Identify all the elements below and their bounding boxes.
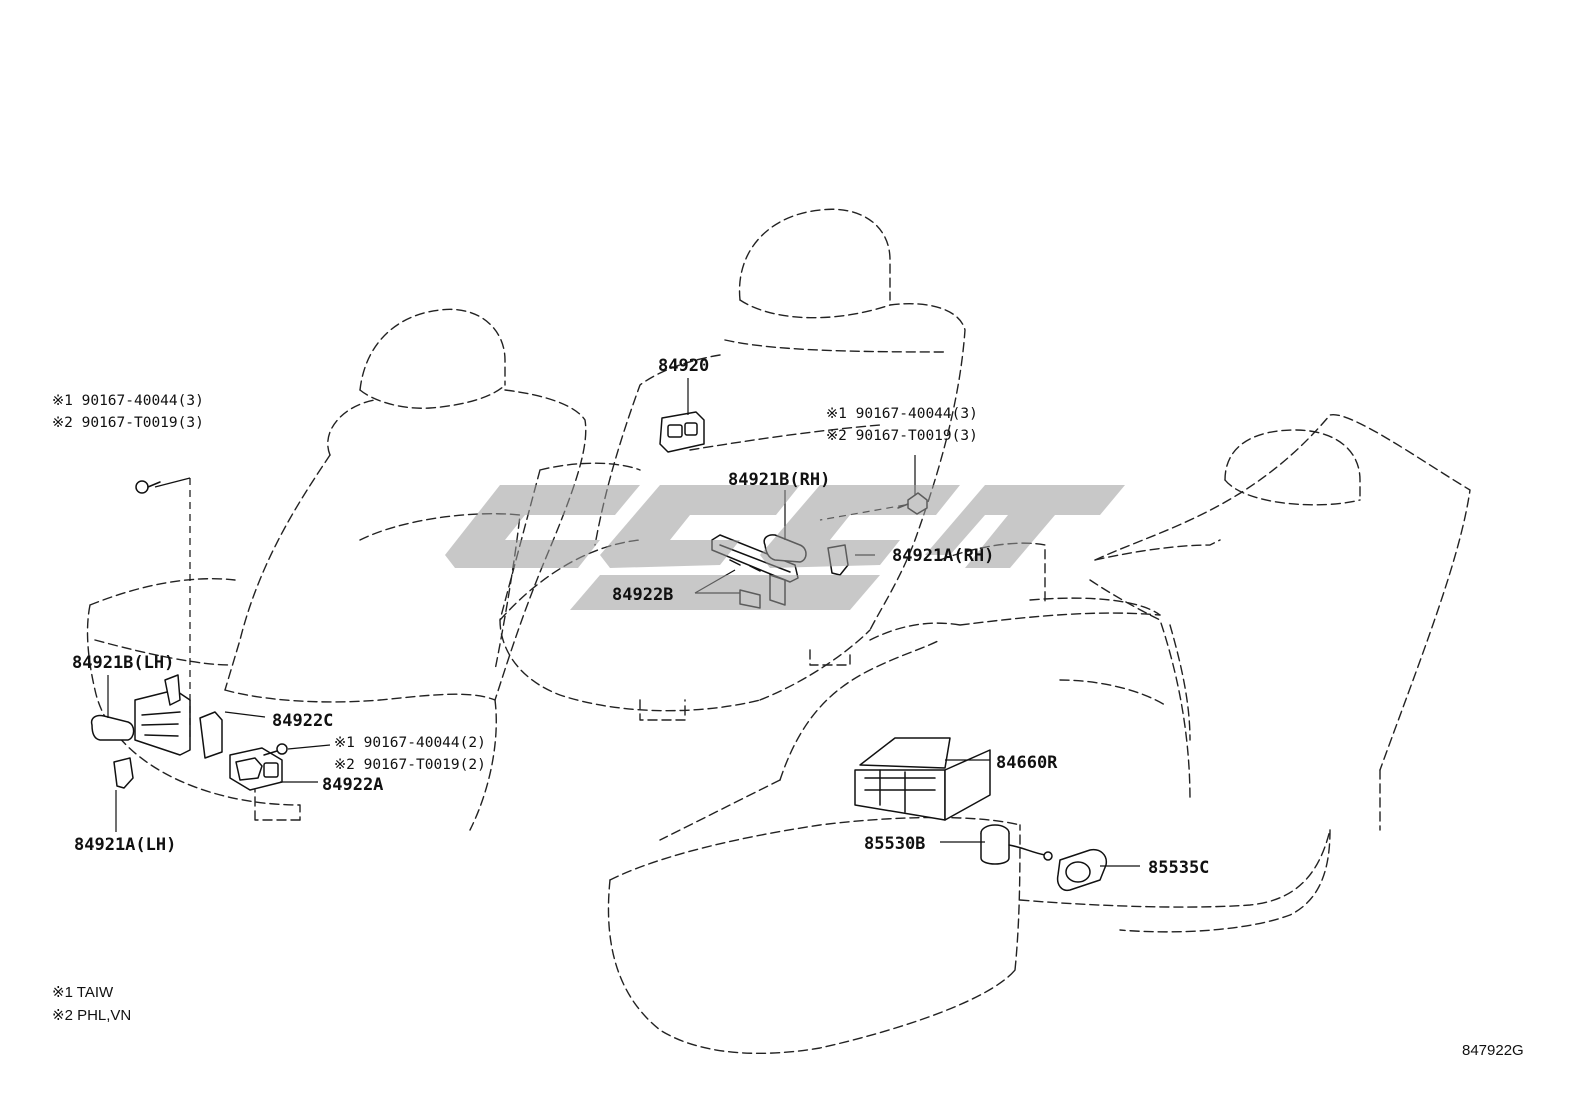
part-85535c-socket (1043, 848, 1108, 892)
callout-top-right-1: ※1 90167-40044(3) (826, 406, 978, 422)
callout-top-right-2: ※2 90167-T0019(3) (826, 428, 978, 444)
label-84921a-lh: 84921A(LH) (74, 835, 176, 855)
part-84921b-lh-knob (90, 714, 135, 741)
label-84921a-rh: 84921A(RH) (892, 546, 994, 566)
part-84660r-unit (854, 737, 991, 821)
callout-lower-left-2: ※2 90167-T0019(2) (334, 757, 486, 773)
watermark-logo (445, 485, 1125, 610)
screw-lh-top (135, 480, 161, 494)
screw-callouts: ※1 90167-40044(3) ※2 90167-T0019(3) ※1 9… (52, 393, 978, 773)
part-labels: 84920 84921B(RH) 84921A(RH) 84922B 84921… (72, 356, 1209, 878)
rear-seat-outline (607, 414, 1471, 1054)
legend: ※1 TAIW ※2 PHL,VN (52, 984, 131, 1024)
part-84922a-switch (229, 747, 283, 791)
label-85530b: 85530B (864, 834, 925, 854)
front-left-seat-outline (86, 308, 587, 831)
callout-top-left-1: ※1 90167-40044(3) (52, 393, 204, 409)
front-right-seat-outline (499, 208, 966, 721)
callout-top-left-2: ※2 90167-T0019(3) (52, 415, 204, 431)
label-84922c: 84922C (272, 711, 333, 731)
part-84921a-lh-knob (113, 757, 134, 789)
label-84922b: 84922B (612, 585, 673, 605)
part-84920-switch (659, 411, 705, 453)
screw-lh-lower (263, 743, 288, 756)
label-84920: 84920 (658, 356, 709, 376)
label-84922a: 84922A (322, 775, 383, 795)
callout-lower-left-1: ※1 90167-40044(2) (334, 735, 486, 751)
legend-note-1: ※1 TAIW (52, 984, 114, 1001)
label-84660r: 84660R (996, 753, 1058, 773)
part-85530b-socket (980, 824, 1046, 865)
part-84922c-bracket (134, 674, 223, 759)
label-84921b-lh: 84921B(LH) (72, 653, 174, 673)
label-85535c: 85535C (1148, 858, 1209, 878)
diagram-code: 847922G (1462, 1042, 1524, 1059)
label-84921b-rh: 84921B(RH) (728, 470, 830, 490)
legend-note-2: ※2 PHL,VN (52, 1007, 131, 1024)
